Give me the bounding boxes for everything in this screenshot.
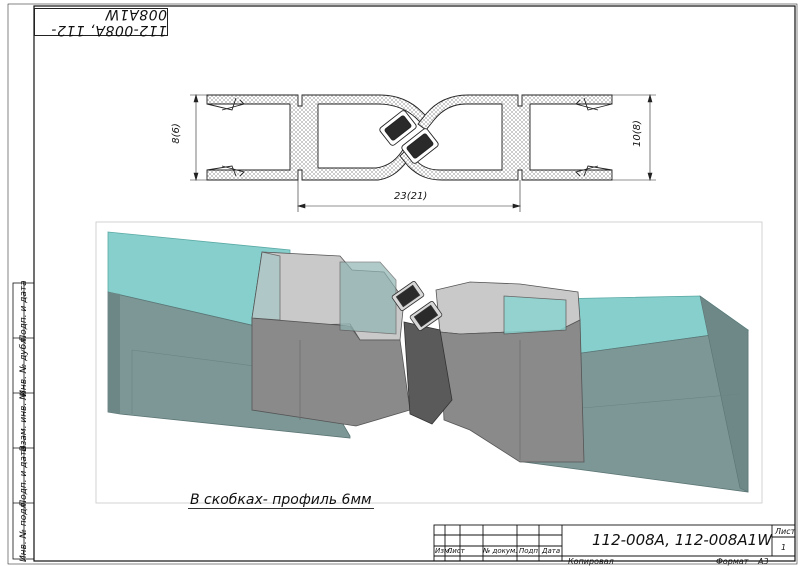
column-doc: № докум.: [483, 547, 518, 555]
format-value: А3: [758, 557, 769, 566]
dimension-right: 10(8): [631, 120, 643, 147]
profile-section: [206, 94, 613, 181]
title-block-grid: [433, 524, 796, 562]
rotated-designation-stamp: 112-008A, 112-008A1W: [34, 6, 168, 38]
designation: 112-008A, 112-008A1W: [592, 531, 773, 549]
dimension-bottom: 23(21): [394, 191, 428, 202]
column-sign: Подп.: [519, 547, 541, 555]
column-list: Лист: [447, 547, 465, 555]
profile-left-3d: [251, 251, 411, 427]
column-izm: Изм.: [435, 547, 452, 555]
format-label: Формат: [716, 557, 749, 566]
view-frame: [95, 221, 763, 504]
rotated-designation-text: 112-008A, 112-008A1W: [50, 6, 167, 38]
sheet-label: Лист: [775, 527, 796, 536]
side-column-grid: [12, 282, 35, 560]
sheet-number: 1: [781, 543, 787, 552]
seal-3d: [391, 280, 453, 425]
outer-frame: [7, 3, 798, 565]
profile-right-3d: [435, 281, 585, 463]
dimension-left: 8(6): [170, 123, 182, 144]
column-date: Дата: [542, 547, 561, 555]
drawing-note: В скобках- профиль 6мм: [188, 492, 374, 509]
dimensions: [190, 93, 656, 212]
side-label-5: Инв. № подл.: [19, 499, 29, 563]
copied-label: Копировал: [568, 557, 614, 566]
